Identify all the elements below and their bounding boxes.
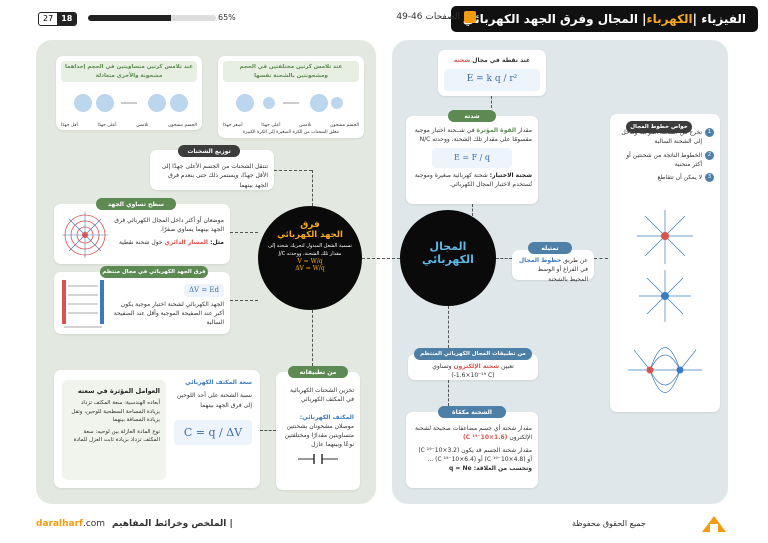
connector: [362, 258, 400, 259]
quantized-tag: الشحنة مكمّاة: [438, 406, 506, 418]
capacitance-section: سعة المكثف الكهربائي نسبة الشحنة على أحد…: [174, 378, 252, 445]
spheres-diagram: [74, 94, 188, 113]
positive-charge-icon: [646, 366, 654, 374]
intensity-tag: شدته: [448, 110, 496, 122]
representation-tag: تمثيله: [528, 242, 572, 254]
book-icon: [464, 11, 476, 23]
connector: [491, 96, 492, 108]
page-indicator[interactable]: 27 18: [38, 12, 78, 26]
copyright-text: جميع الحقوق محفوظة: [572, 519, 646, 528]
connector: [230, 300, 258, 301]
field-lines-tag: خواص خطوط المجال: [626, 121, 692, 133]
sphere-icon: [236, 94, 254, 113]
distribution-tag: توزيع الشحنات: [178, 145, 240, 157]
sphere-icon: [74, 94, 92, 113]
connector: [496, 258, 512, 259]
electric-field-circle: المجال الكهربائي: [400, 210, 496, 306]
connector: [594, 258, 608, 259]
connector: [448, 380, 449, 406]
sphere-icon: [148, 94, 166, 113]
brand-link[interactable]: daralharf.com: [36, 519, 106, 529]
uniform-formula: ΔV = Ed: [184, 284, 224, 297]
field-lines-diagrams: [628, 210, 702, 393]
capacitor-card: تخزين الشحنات الكهربائية في المكثف الكهر…: [276, 372, 360, 490]
quantized-charge-card: مقدار شحنة أي جسم مضاعفات صحيحة لشحنة ال…: [406, 412, 538, 488]
title-subject: الفيزياء |: [692, 12, 746, 26]
equipotential-diagram: [62, 212, 108, 258]
representation-card: عن طريق خطوط المجال في الفراغ أو الوسط ا…: [512, 250, 594, 283]
progress-bar: [88, 15, 216, 21]
sphere-icon: [331, 97, 343, 110]
connector: [312, 170, 313, 206]
connector: [312, 310, 313, 366]
capacitance-formula: C = q / ΔV: [174, 419, 252, 445]
spheres-equal-size-card: عند تلامس كرتين متساويتين في الحجم إحداه…: [56, 56, 202, 130]
applications-tag: من تطبيقاته: [288, 366, 348, 378]
property-item: 2 الخطوط الناتجة من شحنتين أو أكثر منحني…: [616, 150, 714, 170]
page-current: 18: [57, 13, 77, 25]
title-unit: الكهرباء: [646, 12, 693, 26]
potential-difference-circle: فرق الجهد الكهربائي تسمية الشغل المبذول …: [258, 206, 362, 310]
connector: [230, 232, 258, 233]
connector: [274, 170, 312, 171]
title-topic: | المجال وفرق الجهد الكهربائي: [462, 12, 647, 26]
negative-charge-icon: [676, 366, 684, 374]
intensity-formula: E = F / q: [432, 147, 512, 168]
capacitance-card: سعة المكثف الكهربائي نسبة الشحنة على أحد…: [54, 370, 260, 488]
equipotential-tag: سطح تساوي الجهد: [96, 198, 176, 210]
property-item: 3 لا يمكن أن تتقاطع: [616, 173, 714, 183]
progress-percent: 65%: [218, 13, 236, 22]
sphere-icon: [263, 97, 275, 110]
negative-charge-icon: [661, 292, 669, 300]
spheres-different-size-card: عند تلامس كرتين مختلفتين في الحجم ومشحون…: [218, 56, 364, 138]
connector: [472, 204, 473, 216]
connector: [448, 306, 449, 348]
positive-charge-icon: [82, 232, 88, 238]
sphere-icon: [96, 94, 114, 113]
spheres-diagram: [236, 94, 343, 113]
brand-logo-icon: [702, 516, 726, 532]
uniform-field-card: ΔV = Ed الجهد الكهربائي لشحنة اختبار موج…: [54, 272, 230, 334]
page-total: 27: [43, 14, 54, 23]
field-intensity-card: مقدار القوة المؤثرة في شــحنة اختبار موج…: [406, 116, 538, 204]
field-formula: E = k q / r²: [444, 69, 540, 92]
connector: [260, 430, 276, 431]
positive-charge-icon: [661, 232, 669, 240]
capacitor-symbol-icon: [298, 453, 338, 464]
field-lines-card: 1 تخرج من الشحنة الموجبة وتدخل إلى الشحن…: [610, 114, 720, 412]
page-title: الفيزياء | الكهرباء | المجال وفرق الجهد …: [450, 6, 758, 32]
footer-subtitle: | الملخص وخرائط المفاهيم: [112, 519, 233, 529]
pages-range: الصفحات 46-49: [386, 11, 476, 23]
sphere-icon: [170, 94, 188, 113]
factors-box: العوامل المؤثرة في سعته أبعاده الهندسية:…: [62, 380, 166, 480]
field-at-point-card: عند نقطة في مجال شحنة E = k q / r²: [438, 50, 546, 96]
progress-fill: [88, 15, 172, 21]
equipotential-card: موضعان أو أكثر داخل المجال الكهربائي فرق…: [54, 204, 230, 264]
parallel-plates-diagram: [62, 280, 104, 328]
applications-tag: من تطبيقات المجال الكهربائي المنتظم: [414, 348, 532, 360]
uniform-field-tag: فرق الجهد الكهربائي في مجال منتظم: [100, 266, 208, 278]
sphere-icon: [310, 94, 328, 113]
